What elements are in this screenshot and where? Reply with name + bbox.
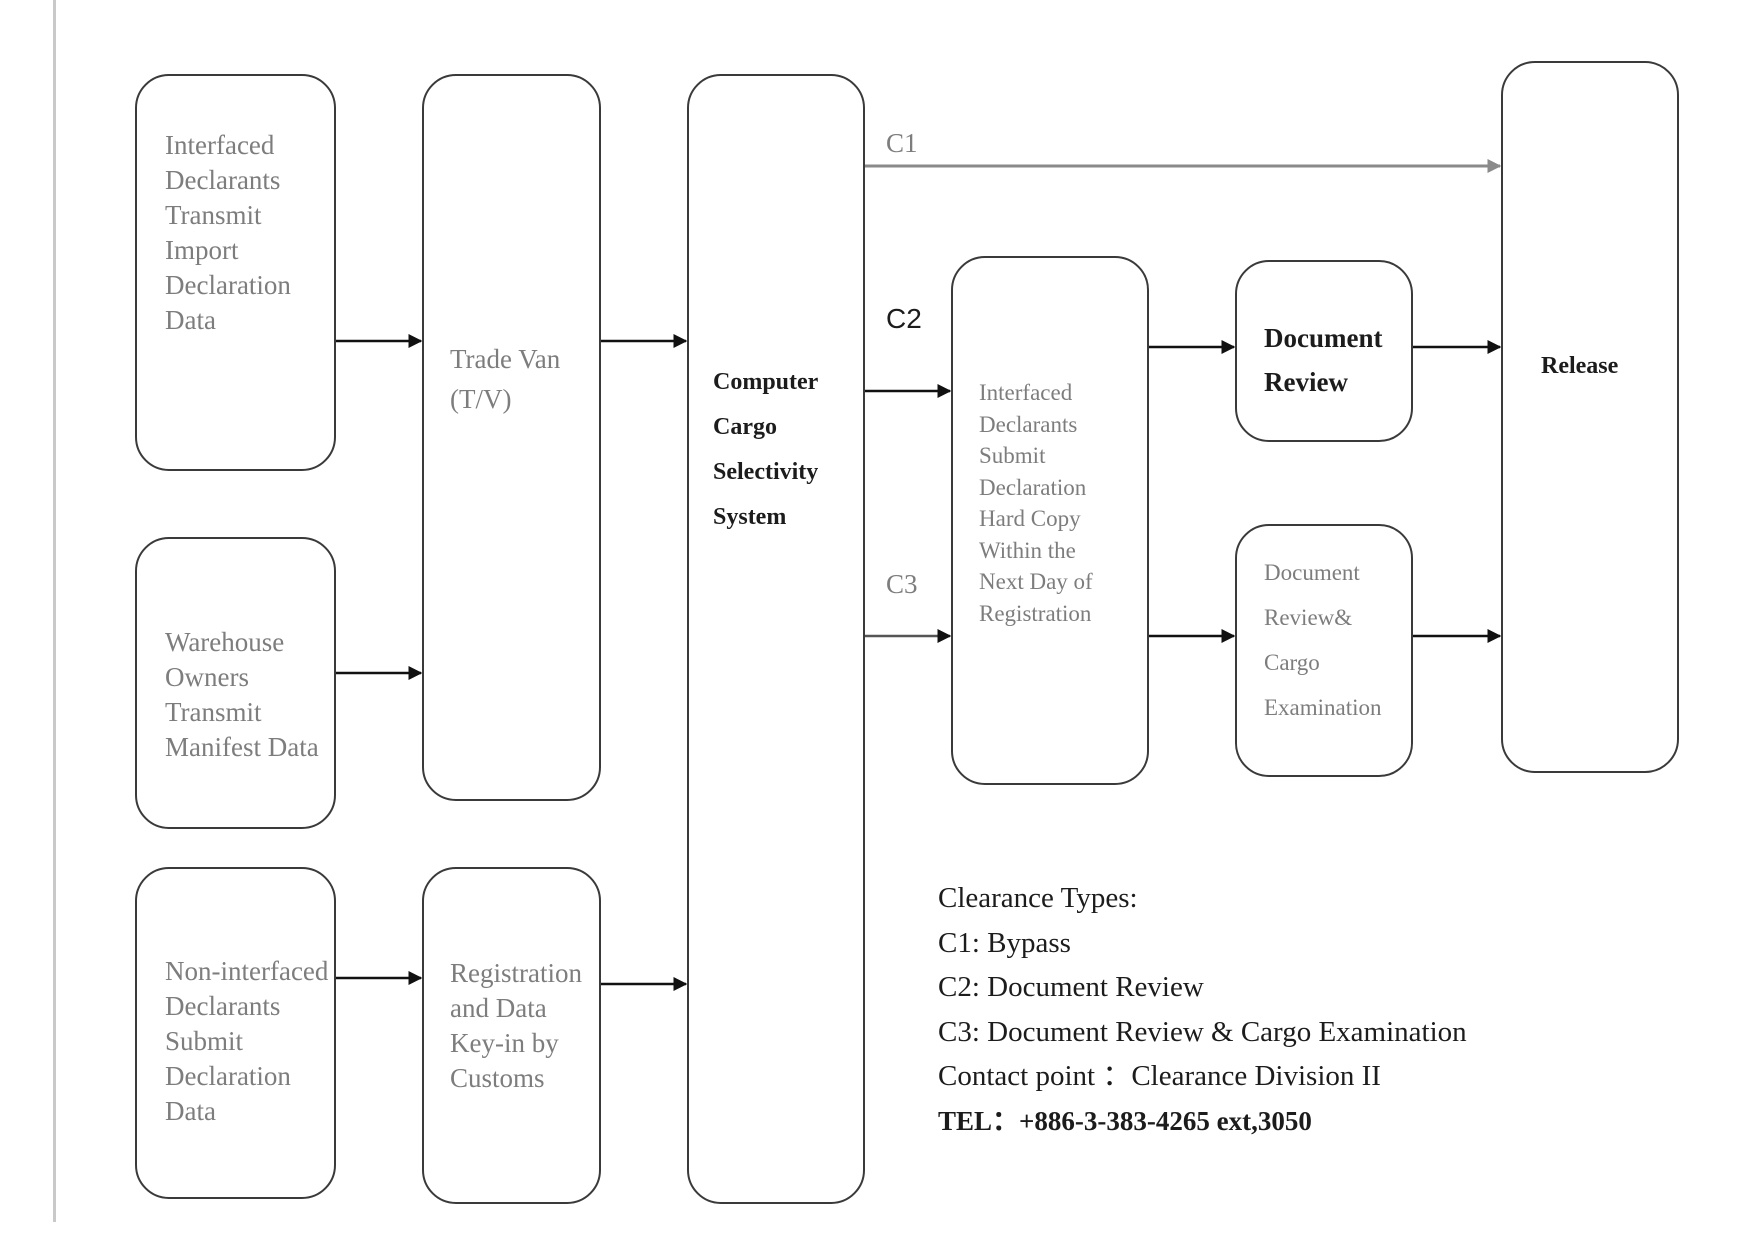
- cargo-selectivity-system-box: Computer Cargo Selectivity System: [687, 74, 865, 1204]
- document-review-cargo-exam-label: Document Review& Cargo Examination: [1264, 560, 1382, 720]
- release-label: Release: [1541, 353, 1619, 379]
- route-label-c2: C2: [886, 303, 922, 334]
- hard-copy-submission-box: Interfaced Declarants Submit Declaration…: [951, 256, 1149, 785]
- cargo-selectivity-system-label: Computer Cargo Selectivity System: [713, 369, 819, 530]
- page-margin-rule: [53, 0, 56, 1222]
- trade-van-box: Trade Van (T/V): [422, 74, 601, 801]
- release-box: Release: [1501, 61, 1679, 773]
- warehouse-owners-box: Warehouse Owners Transmit Manifest Data: [135, 537, 336, 829]
- registration-keyin-box: Registration and Data Key-in by Customs: [422, 867, 601, 1204]
- legend-c1: C1: Bypass: [938, 926, 1071, 959]
- legend-tel: TEL：+886-3-383-4265 ext,3050: [938, 1105, 1312, 1136]
- noninterfaced-declarants-label: Non-interfaced Declarants Submit Declara…: [165, 956, 329, 1126]
- document-review-box: Document Review: [1235, 260, 1413, 442]
- noninterfaced-declarants-box: Non-interfaced Declarants Submit Declara…: [135, 867, 336, 1199]
- document-review-cargo-exam-box: Document Review& Cargo Examination: [1235, 524, 1413, 777]
- legend-c3: C3: Document Review & Cargo Examination: [938, 1015, 1467, 1048]
- registration-keyin-label: Registration and Data Key-in by Customs: [450, 958, 582, 1093]
- document-review-label: Document Review: [1264, 323, 1383, 397]
- route-label-c3: C3: [886, 569, 918, 599]
- legend-contact: Contact point ：Clearance Division II: [938, 1060, 1381, 1092]
- clearance-types-legend: Clearance Types: C1: Bypass C2: Document…: [938, 876, 1467, 1143]
- interfaced-declarants-label: Interfaced Declarants Transmit Import De…: [165, 130, 291, 335]
- warehouse-owners-label: Warehouse Owners Transmit Manifest Data: [165, 627, 319, 762]
- legend-c2: C2: Document Review: [938, 971, 1204, 1003]
- trade-van-label: Trade Van (T/V): [450, 344, 561, 414]
- interfaced-declarants-box: Interfaced Declarants Transmit Import De…: [135, 74, 336, 471]
- route-label-c1: C1: [886, 128, 918, 158]
- hard-copy-submission-label: Interfaced Declarants Submit Declaration…: [979, 380, 1093, 626]
- legend-heading: Clearance Types:: [938, 882, 1138, 914]
